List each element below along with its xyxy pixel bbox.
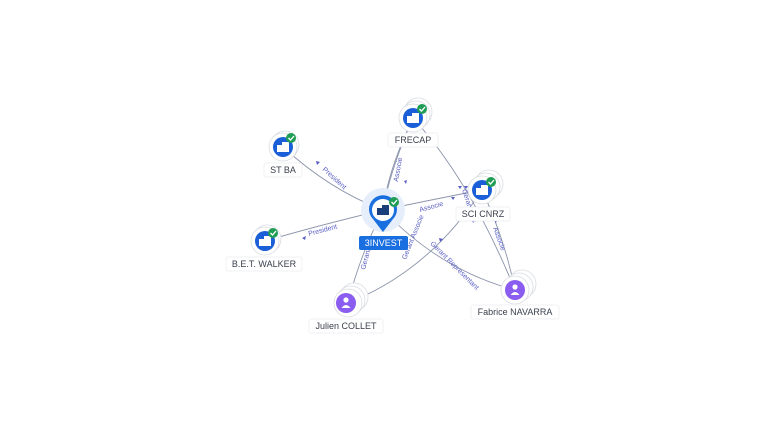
building-icon (377, 205, 389, 215)
check-icon (268, 228, 278, 238)
edge-label-stba: President (321, 166, 348, 191)
node-label-bg (308, 318, 384, 334)
check-mark (488, 179, 495, 185)
node-label: SCI CNRZ (462, 209, 505, 219)
building-icon (476, 185, 488, 195)
node-label-bg (263, 162, 303, 178)
check-mark (288, 135, 295, 141)
edge-label-sci: Associe (419, 201, 445, 214)
node-bet-walker[interactable]: B.E.T. WALKER (225, 224, 303, 272)
edge-label-frecap: Associe (393, 157, 404, 182)
edge-label-collet: Gerant (360, 248, 372, 271)
edge-label-fabrice-3invest: Gerant Representant (429, 240, 480, 291)
node-label: ST BA (270, 165, 296, 175)
person-icon (341, 297, 351, 308)
node-frecap[interactable]: FRECAP (387, 97, 439, 148)
node-3invest-center[interactable]: 3INVEST (359, 188, 408, 250)
check-mark (419, 106, 426, 112)
building-icon (259, 236, 271, 246)
node-stba[interactable]: ST BA (263, 130, 303, 178)
check-icon (417, 104, 427, 114)
node-label-bg (225, 256, 303, 272)
center-label: 3INVEST (365, 238, 403, 248)
node-label-bg (455, 206, 511, 222)
arrowhead (458, 186, 462, 189)
node-fabrice-navarra[interactable]: Fabrice NAVARRA (470, 269, 560, 320)
node-label-bg (470, 304, 560, 320)
node-label: Fabrice NAVARRA (478, 307, 553, 317)
arrowhead (316, 161, 320, 165)
arrowhead (464, 186, 468, 189)
person-node-circle (336, 293, 356, 313)
check-icon (486, 177, 496, 187)
node-julien-collet[interactable]: Julien COLLET (308, 282, 384, 334)
arrowhead (302, 236, 306, 240)
node-label: Julien COLLET (315, 321, 377, 331)
building-icon (277, 142, 289, 152)
node-label: B.E.T. WALKER (232, 259, 297, 269)
check-mark (391, 199, 398, 205)
edge-label-fabrice-sci: Associe (491, 226, 506, 252)
node-label: FRECAP (395, 135, 432, 145)
person-node-circle (505, 280, 525, 300)
node-sci-cnrz[interactable]: SCI CNRZ (455, 169, 511, 222)
edge-label-walker: President (308, 224, 338, 238)
center-label-bg (359, 236, 408, 250)
arrowhead (404, 180, 407, 184)
check-icon (286, 133, 296, 143)
arrowhead (439, 238, 443, 242)
check-mark (270, 230, 277, 236)
building-icon (407, 113, 419, 123)
check-icon (389, 197, 399, 207)
node-label-bg (387, 132, 439, 148)
person-icon (510, 284, 520, 295)
arrowhead (451, 197, 455, 200)
